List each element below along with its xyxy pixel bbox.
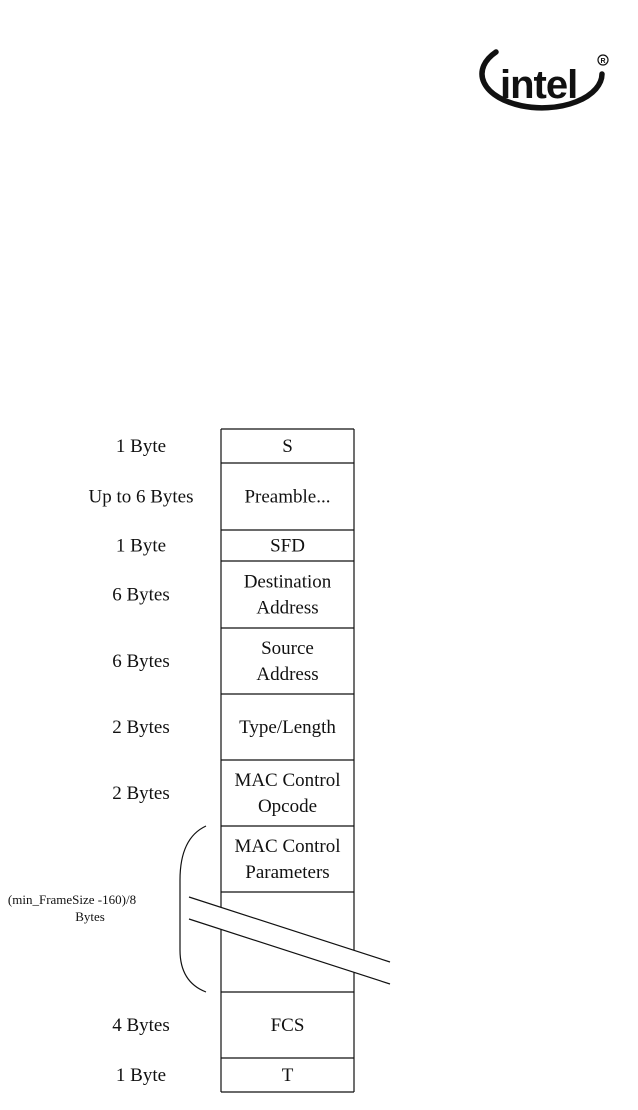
size-label-6: 2 Bytes — [112, 783, 170, 804]
field-label-4-0: Source — [261, 638, 314, 659]
parameter-size-label-line2: Bytes — [75, 909, 105, 924]
field-label-4-1: Address — [256, 664, 318, 685]
field-label-7-1: Parameters — [245, 862, 329, 883]
svg-text:intel: intel — [500, 63, 577, 107]
size-label-0: 1 Byte — [116, 436, 166, 457]
intel-logo: intel R — [479, 49, 609, 111]
frame-field-borders — [220, 428, 355, 1093]
field-label-5-0: Type/Length — [239, 717, 336, 738]
field-label-6-1: Opcode — [258, 796, 317, 817]
field-label-10-0: T — [282, 1065, 294, 1086]
size-label-4: 6 Bytes — [112, 651, 170, 672]
field-name-labels: SPreamble...SFDDestinationAddressSourceA… — [234, 436, 340, 1086]
svg-text:R: R — [601, 58, 606, 65]
field-label-7-0: MAC Control — [234, 836, 340, 857]
size-label-3: 6 Bytes — [112, 585, 170, 606]
field-label-1-0: Preamble... — [244, 487, 330, 508]
field-label-3-1: Address — [256, 598, 318, 619]
field-label-2-0: SFD — [270, 536, 305, 557]
size-label-2: 1 Byte — [116, 536, 166, 557]
size-label-5: 2 Bytes — [112, 717, 170, 738]
parameter-brace — [179, 825, 207, 993]
size-label-1: Up to 6 Bytes — [88, 487, 193, 508]
field-label-6-0: MAC Control — [234, 770, 340, 791]
break-mark — [188, 896, 391, 985]
size-label-10: 1 Byte — [116, 1065, 166, 1086]
field-label-9-0: FCS — [271, 1015, 305, 1036]
byte-size-labels: 1 Byte Up to 6 Bytes 1 Byte 6 Bytes 6 Bytes 2… — [88, 436, 193, 1086]
field-label-3-0: Destination — [244, 572, 332, 593]
size-label-9: 4 Bytes — [112, 1015, 170, 1036]
parameter-size-label-line1: (min_FrameSize -160)/8 — [8, 892, 136, 907]
field-label-0-0: S — [282, 436, 293, 457]
